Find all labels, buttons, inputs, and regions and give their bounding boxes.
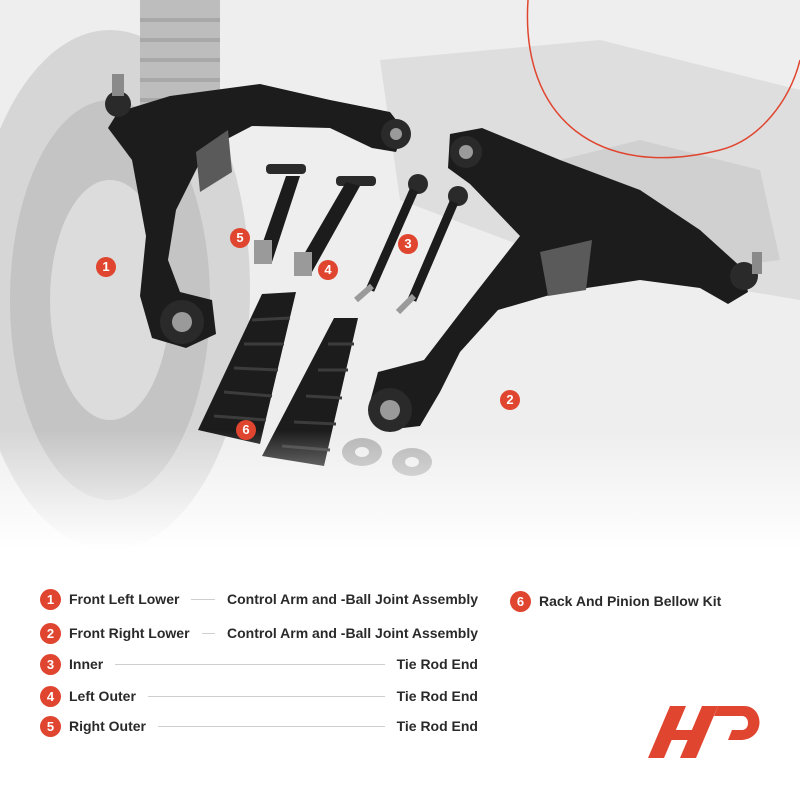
legend-number-6: 6 [510, 590, 531, 612]
left-control-arm [105, 74, 411, 348]
callout-2: 2 [500, 390, 520, 410]
bellow-boots [198, 292, 358, 466]
legend-number-2: 2 [40, 622, 61, 644]
left-outer-tie-rod-end [294, 176, 376, 276]
legend-detail-5: Tie Rod End [396, 718, 478, 734]
callout-1: 1 [96, 257, 116, 277]
red-accent-line [526, 0, 800, 159]
legend-number-4: 4 [40, 685, 61, 707]
right-outer-tie-rod-end [254, 164, 306, 264]
callout-4: 4 [318, 260, 338, 280]
inner-tie-rod-ends [354, 174, 468, 315]
callout-3: 3 [398, 234, 418, 254]
legend-number-1: 1 [40, 588, 61, 610]
callout-5: 5 [230, 228, 250, 248]
right-control-arm [368, 128, 762, 432]
parts-legend: 1 Front Left Lower Control Arm and -Ball… [0, 580, 800, 800]
legend-number-5: 5 [40, 715, 61, 737]
legend-detail-1: Control Arm and -Ball Joint Assembly [227, 591, 478, 607]
legend-label-5: Right Outer [69, 718, 146, 734]
image-fade [0, 430, 800, 570]
legend-row-4: 4 Left Outer Tie Rod End [40, 685, 478, 707]
legend-label-4: Left Outer [69, 688, 136, 704]
legend-label-1: Front Left Lower [69, 591, 180, 607]
legend-row-3: 3 Inner Tie Rod End [40, 653, 478, 675]
legend-detail-4: Tie Rod End [396, 688, 478, 704]
legend-row-2: 2 Front Right Lower Control Arm and -Bal… [40, 622, 478, 644]
leader-line-1 [191, 598, 215, 600]
callout-6: 6 [236, 420, 256, 440]
legend-label-2: Front Right Lower [69, 625, 190, 641]
legend-number-3: 3 [40, 653, 61, 675]
parts-photo [0, 0, 800, 560]
leader-line-3 [115, 663, 385, 665]
leader-line-4 [147, 695, 385, 697]
leader-line-5 [158, 725, 385, 727]
legend-row-5: 5 Right Outer Tie Rod End [40, 715, 478, 737]
legend-row-1: 1 Front Left Lower Control Arm and -Ball… [40, 588, 478, 610]
leader-line-2 [201, 632, 215, 634]
legend-detail-2: Control Arm and -Ball Joint Assembly [227, 625, 478, 641]
legend-label-3: Inner [69, 656, 104, 672]
legend-detail-3: Tie Rod End [396, 656, 478, 672]
legend-label-6: Rack And Pinion Bellow Kit [539, 593, 722, 609]
brand-logo [648, 706, 760, 758]
legend-row-6: 6 Rack And Pinion Bellow Kit [510, 590, 721, 612]
